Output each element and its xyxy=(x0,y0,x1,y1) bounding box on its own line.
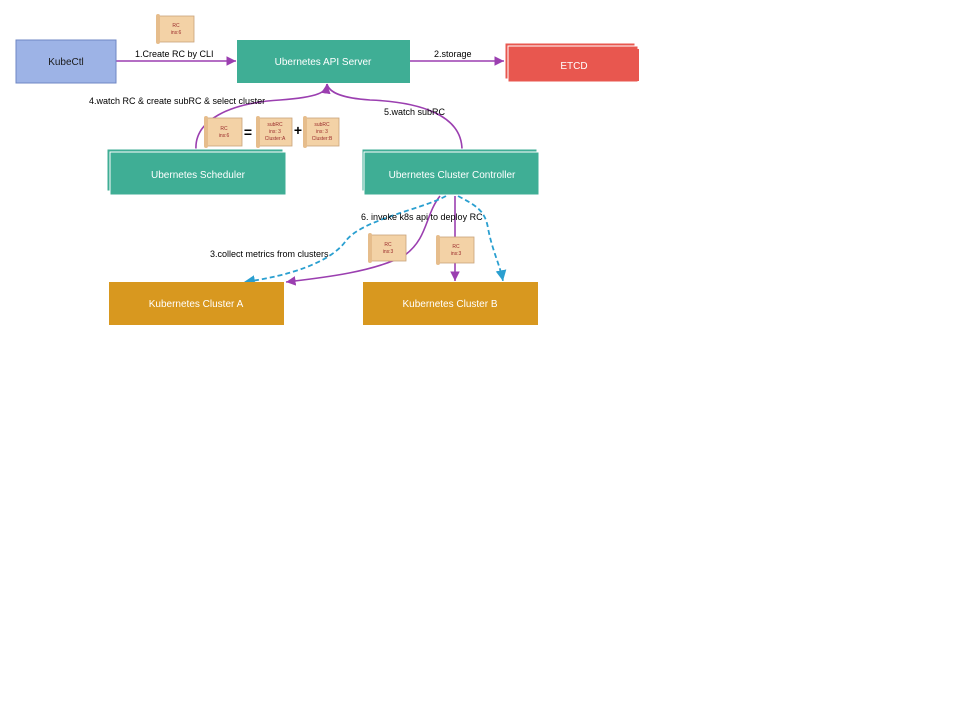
rc-note-scheduler-line1: RC xyxy=(220,126,228,132)
rc-note-cluster-a-line1: RC xyxy=(384,242,392,248)
cluster-b-label: Kubernetes Cluster B xyxy=(402,299,497,310)
create-rc-label: 1.Create RC by CLI xyxy=(135,49,214,59)
rc-note-cluster-a-line2: ins:3 xyxy=(383,249,394,255)
equals-operator: = xyxy=(244,124,252,140)
watch-rc-label: 4.watch RC & create subRC & select clust… xyxy=(89,96,265,106)
watch-rc-arrow xyxy=(195,83,331,151)
subrc-note-b-line3: Cluster:B xyxy=(312,136,333,142)
api-server-label: Ubernetes API Server xyxy=(275,57,372,68)
rc-note-cluster-b-line2: ins:3 xyxy=(451,251,462,257)
kubectl-label: KubeCtl xyxy=(48,57,84,68)
rc-note-cluster-a: RC ins:3 xyxy=(368,233,407,263)
metrics-a-dashed-arrow xyxy=(243,195,447,286)
rc-note-scheduler-line2: ins:6 xyxy=(219,133,230,139)
rc-note-top-line1: RC xyxy=(172,23,180,29)
cluster-a-label: Kubernetes Cluster A xyxy=(149,299,244,310)
subrc-note-b-line2: ins: 3 xyxy=(316,129,328,135)
plus-operator: + xyxy=(294,122,302,138)
rc-note-top-line2: ins:6 xyxy=(171,30,182,36)
collect-metrics-label: 3.collect metrics from clusters xyxy=(210,249,329,259)
rc-note-cluster-b: RC ins:3 xyxy=(436,235,475,265)
invoke-api-label: 6. invoke k8s api to deploy RC xyxy=(361,212,483,222)
rc-note-scheduler: RC ins:6 xyxy=(204,116,243,148)
subrc-note-a-line1: subRC xyxy=(267,122,283,128)
etcd-box[interactable]: ETCD xyxy=(504,42,639,83)
deploy-a-solid-arrow xyxy=(285,195,441,286)
kubectl-box[interactable]: KubeCtl xyxy=(15,39,117,84)
api-server-box[interactable]: Ubernetes API Server xyxy=(237,40,410,83)
scheduler-box[interactable]: Ubernetes Scheduler xyxy=(106,148,287,196)
subrc-note-a-line2: ins: 3 xyxy=(269,129,281,135)
subrc-note-b-line1: subRC xyxy=(314,122,330,128)
scheduler-label: Ubernetes Scheduler xyxy=(151,170,246,181)
cluster-controller-label: Ubernetes Cluster Controller xyxy=(389,170,516,181)
subrc-note-b: subRC ins: 3 Cluster:B xyxy=(303,116,340,148)
cluster-b-box[interactable]: Kubernetes Cluster B xyxy=(363,282,538,325)
cluster-a-box[interactable]: Kubernetes Cluster A xyxy=(109,282,284,325)
rc-note-top: RC ins:6 xyxy=(156,14,195,44)
storage-label: 2.storage xyxy=(434,49,472,59)
subrc-note-a-line3: Cluster:A xyxy=(265,136,286,142)
cluster-controller-box[interactable]: Ubernetes Cluster Controller xyxy=(361,148,540,196)
etcd-label: ETCD xyxy=(560,61,587,72)
watch-subrc-arrow xyxy=(326,83,463,151)
rc-note-cluster-b-line1: RC xyxy=(452,244,460,250)
watch-subrc-label: 5.watch subRC xyxy=(384,107,446,117)
subrc-note-a: subRC ins: 3 Cluster:A xyxy=(256,116,293,148)
